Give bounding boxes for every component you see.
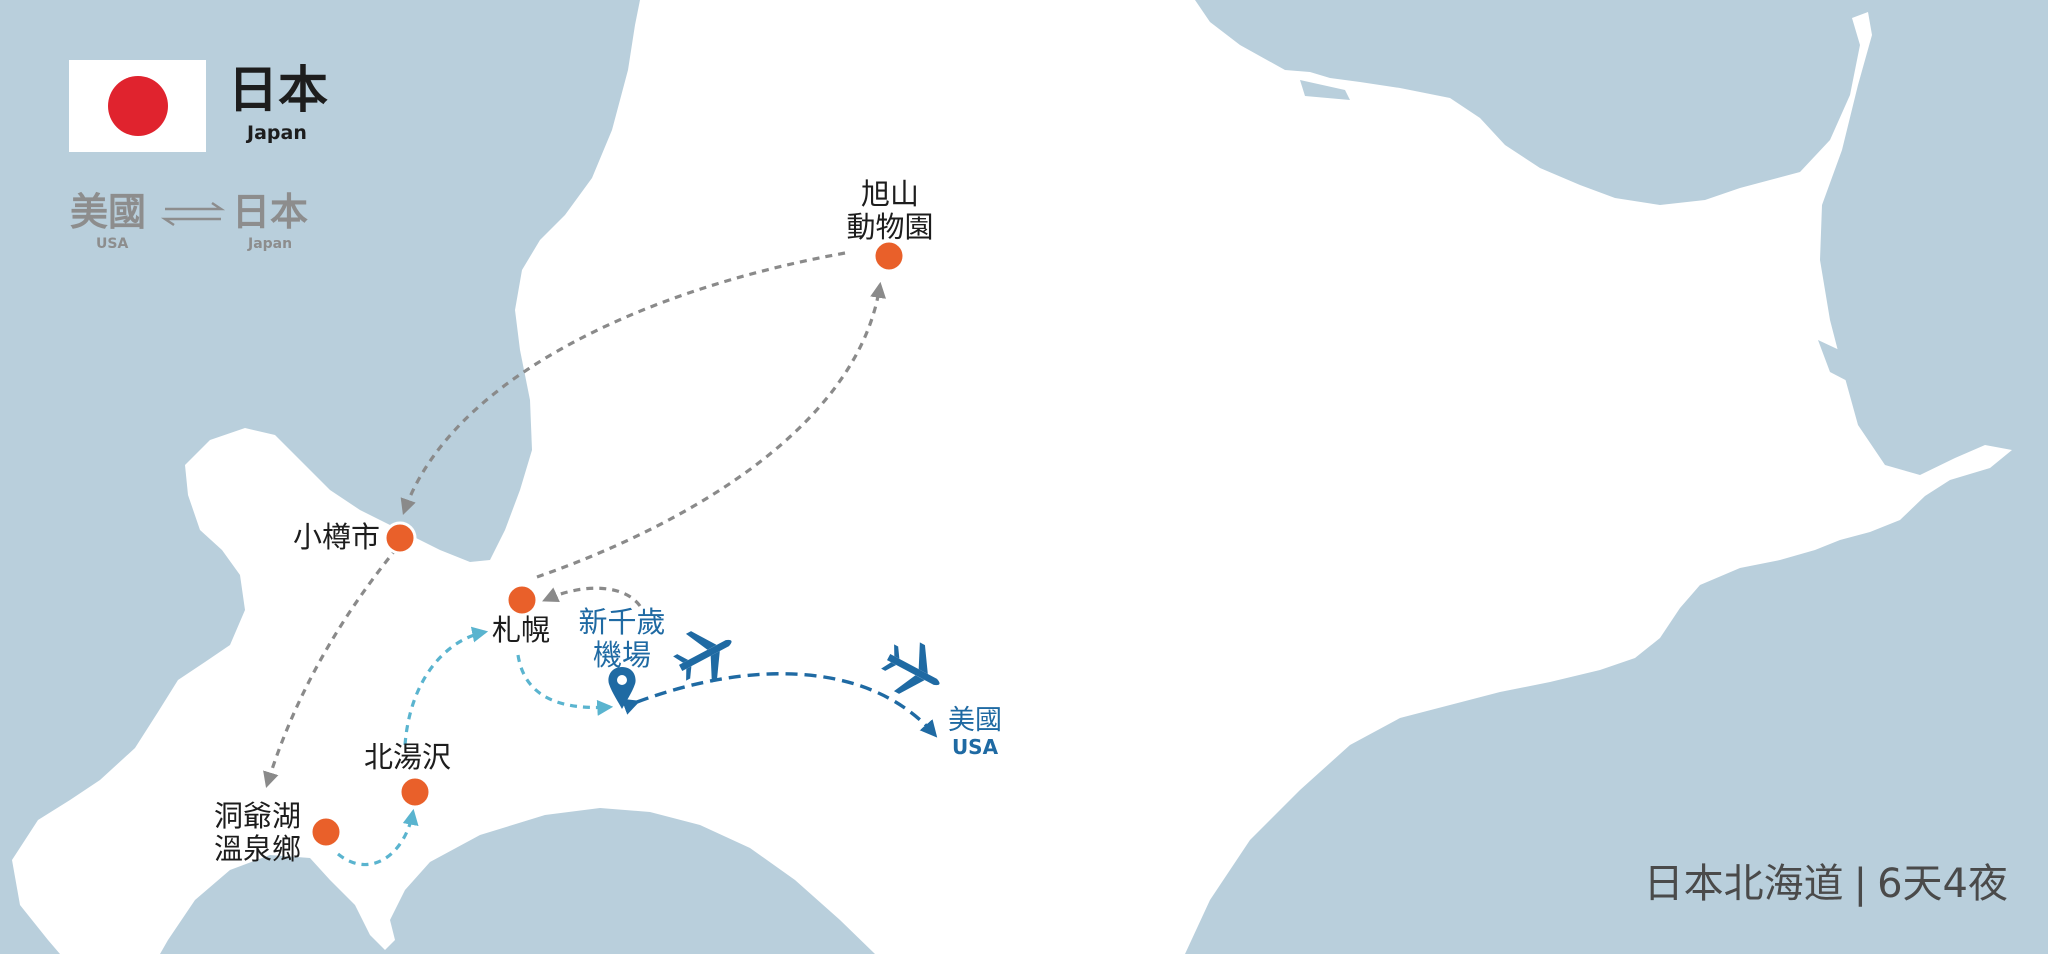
stop-marker-kitayuzawa bbox=[398, 775, 432, 809]
route-sapporo-to-asahiyama bbox=[536, 281, 887, 579]
stop-marker-otaru bbox=[383, 521, 417, 555]
label-asahiyama-line2: 動物園 bbox=[846, 210, 934, 244]
label-asahiyama: 旭山 動物園 bbox=[830, 178, 950, 244]
legend-to: 日本 bbox=[232, 190, 309, 234]
legend-from-en: USA bbox=[96, 236, 129, 252]
country-title: 日本 bbox=[228, 61, 328, 119]
airplane-icon bbox=[881, 642, 940, 694]
route-usa-airport bbox=[621, 672, 938, 738]
label-usa-en: USA bbox=[951, 735, 999, 759]
country-subtitle: Japan bbox=[247, 122, 307, 144]
route-sapporo-to-airport bbox=[516, 654, 614, 716]
stop-marker-sapporo bbox=[505, 583, 539, 617]
trip-duration: 6天4夜 bbox=[1877, 861, 2008, 907]
label-usa: 美國 USA bbox=[930, 705, 1020, 759]
route-otaru-to-toya bbox=[263, 546, 399, 789]
location-pin-icon bbox=[608, 667, 636, 709]
label-airport-line2: 機場 bbox=[592, 638, 651, 672]
label-toya-line1: 洞爺湖 bbox=[213, 799, 301, 833]
trip-region: 日本北海道 bbox=[1643, 861, 1844, 907]
label-toya-line2: 溫泉鄉 bbox=[213, 832, 301, 866]
label-otaru: 小樽市 bbox=[292, 520, 380, 554]
trip-separator: | bbox=[1853, 861, 1868, 907]
flag-japan-icon bbox=[69, 60, 206, 152]
route-airport-to-sapporo bbox=[542, 586, 642, 608]
route-toya-to-kitayuzawa bbox=[336, 808, 419, 867]
route-kitayuzawa-to-sapporo bbox=[403, 626, 489, 746]
label-airport: 新千歲 機場 bbox=[567, 606, 677, 672]
label-toya: 洞爺湖 溫泉鄉 bbox=[200, 800, 315, 866]
north-lagoon bbox=[1300, 80, 1350, 100]
label-airport-line1: 新千歲 bbox=[578, 605, 666, 639]
legend-to-en: Japan bbox=[248, 236, 293, 252]
label-asahiyama-line1: 旭山 bbox=[860, 177, 919, 211]
airplane-icon bbox=[673, 631, 732, 683]
stop-marker-asahiyama bbox=[872, 239, 906, 273]
legend-from: 美國 bbox=[70, 190, 147, 234]
label-kitayuzawa: 北湯沢 bbox=[364, 740, 452, 774]
east-inlet bbox=[1818, 340, 1855, 385]
label-sapporo: 札幌 bbox=[492, 613, 551, 647]
exchange-arrows-icon bbox=[160, 201, 226, 227]
flag-red-disc bbox=[108, 76, 168, 136]
route-asahiyama-to-otaru bbox=[400, 251, 846, 516]
label-usa-zh: 美國 bbox=[948, 705, 1002, 736]
hokkaido-landmass bbox=[12, 0, 2012, 954]
stop-marker-toya bbox=[309, 815, 343, 849]
trip-summary: 日本北海道|6天4夜 bbox=[1644, 860, 2008, 908]
